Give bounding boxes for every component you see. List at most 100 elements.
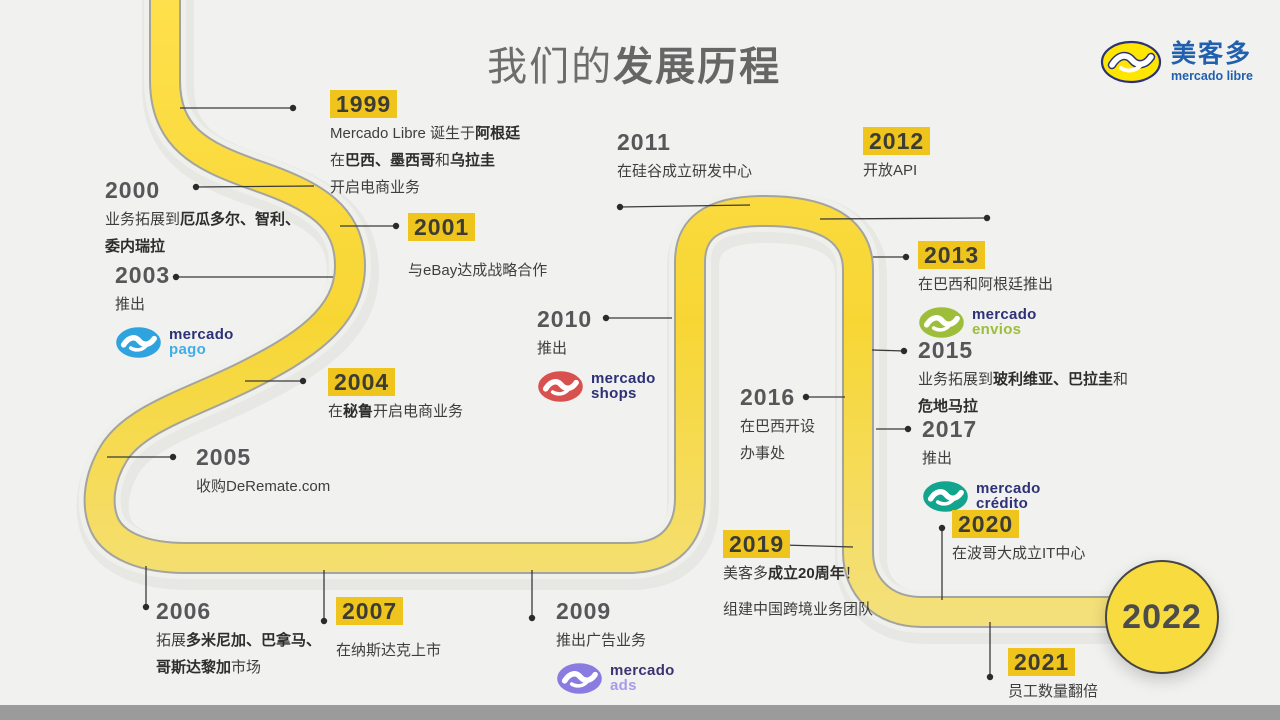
connector-dot-2006 [142,603,150,611]
milestone-text: 收购DeRemate.com [196,478,331,495]
milestone-2019: 2019 美客多成立20周年！ 组建中国跨境业务团队 [723,530,873,623]
connector-dot-2012 [983,214,991,222]
connector-dot-2020 [938,524,946,532]
connector-dot-2005 [169,453,177,461]
milestone-2021: 2021 员工数量翻倍 [1008,648,1098,705]
brand-name-en: mercado libre [1171,68,1253,83]
connector-dot-2009 [528,614,536,622]
milestone-year: 2015 [918,337,974,363]
milestone-text: Mercado Libre 诞生于阿根廷 [330,125,521,142]
milestone-year: 2021 [1008,648,1076,676]
milestone-2022-circle: 2022 [1105,560,1219,674]
handshake-icon [116,327,161,358]
milestone-text: 在巴西开设 [740,418,816,435]
milestone-text: 业务拓展到厄瓜多尔、智利、 [105,211,301,228]
milestone-year: 2004 [328,368,396,396]
logo-word-2: crédito [976,494,1029,512]
milestone-2001: 2001 与eBay达成战略合作 [408,213,547,284]
milestone-year: 2003 [115,262,171,288]
milestone-text: 哥斯达黎加市场 [156,659,262,676]
milestone-text: 在纳斯达克上市 [336,642,442,659]
logo-word-1: mercado [591,370,656,388]
title-bold: 发展历程 [613,45,782,89]
milestone-year: 2016 [740,384,796,410]
connector-2015 [871,349,905,352]
milestone-text: 推出 [537,340,568,357]
connector-dot-2000 [192,183,200,191]
connector-dot-2007 [320,617,328,625]
milestone-text: 危地马拉 [918,398,979,415]
logo-word-2: envios [972,320,1022,338]
milestone-2005: 2005 收购DeRemate.com [196,443,330,500]
milestone-2015: 2015 业务拓展到玻利维亚、巴拉圭和危地马拉 [918,336,1128,420]
connector-lines [107,104,994,681]
milestone-year: 2000 [105,177,161,203]
milestone-text: 与eBay达成战略合作 [408,262,548,279]
milestone-text: 美客多成立20周年！ [723,565,860,582]
connector-2019 [782,544,854,548]
connector-2012 [819,217,988,220]
logo-word-2: ads [610,676,637,694]
milestone-text: 拓展多米尼加、巴拿马、 [156,632,322,649]
milestone-year: 2013 [918,241,986,269]
milestone-year: 2006 [156,598,212,624]
connector-dot-2021 [986,673,994,681]
milestone-text: 组建中国跨境业务团队 [723,601,874,618]
milestone-text: 推出 [115,296,146,313]
connector-dot-2016 [802,393,810,401]
winding-road [76,0,1121,644]
connector-dot-2010 [602,314,610,322]
logo-word-2: shops [591,384,637,402]
handshake-icon [1100,40,1162,84]
milestone-text: 开放API [863,162,918,179]
milestone-year: 2005 [196,444,252,470]
milestone-text: 在巴西、墨西哥和乌拉圭 [330,152,496,169]
brand-name-cn: 美客多 [1171,40,1253,69]
milestone-year: 2017 [922,416,978,442]
milestone-text: 业务拓展到玻利维亚、巴拉圭和 [918,371,1129,388]
footer-bar [0,705,1280,720]
connector-2000 [195,185,315,188]
connector-2011 [619,204,751,208]
page-title: 我们的发展历程 [487,34,781,92]
milestone-text: 开启电商业务 [330,179,421,196]
handshake-icon [919,307,964,338]
milestone-text: 委内瑞拉 [105,238,166,255]
handshake-icon [538,371,583,402]
milestone-year: 1999 [330,90,398,118]
handshake-icon [557,663,602,694]
logo-word-2: pago [169,340,207,358]
connector-dot-2013 [902,253,910,261]
milestone-text: 推出 [922,450,953,467]
road-surface [85,0,1118,626]
logo-word-1: mercado [976,480,1041,498]
milestone-text: 员工数量翻倍 [1008,683,1099,700]
milestone-year: 2019 [723,530,791,558]
connector-dot-2001 [392,222,400,230]
milestone-year: 2010 [537,306,593,332]
milestone-year: 2020 [952,510,1020,538]
milestone-year: 2001 [408,213,476,241]
brand-wordmark: 美客多 mercado libre [1171,41,1253,82]
milestone-2006: 2006 拓展多米尼加、巴拿马、哥斯达黎加市场 [156,597,321,681]
milestone-text: 推出广告业务 [556,632,647,649]
logo-word-1: mercado [610,662,675,680]
